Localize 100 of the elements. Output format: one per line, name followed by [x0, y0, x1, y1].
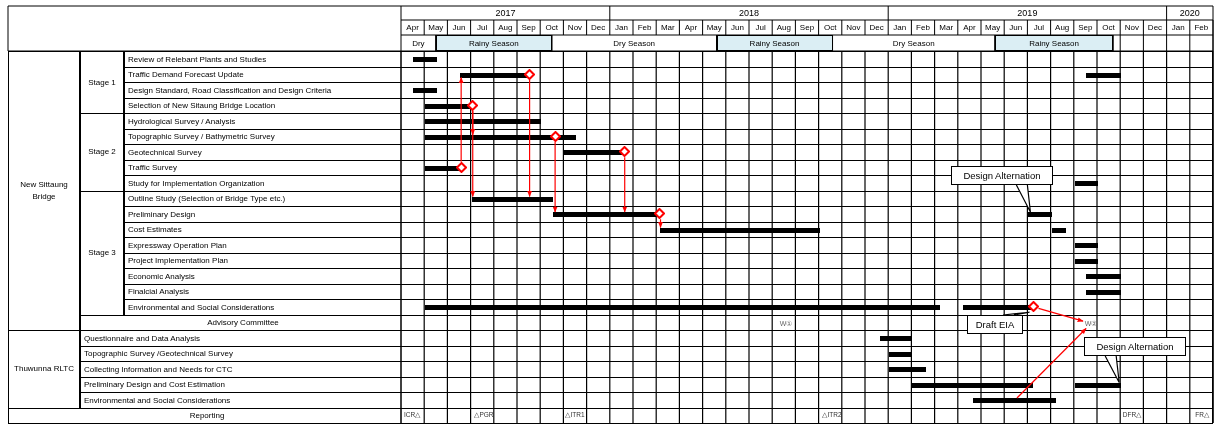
milestone-diamond: [654, 208, 665, 220]
season-label: Dry: [411, 37, 426, 50]
month-label: Dec: [590, 22, 607, 34]
task-bar: [963, 305, 1034, 310]
task-name: Design Standard, Road Classification and Design Criteria: [127, 84, 333, 97]
month-label: Nov: [566, 22, 584, 34]
month-label: Oct: [822, 22, 838, 34]
task-row: [124, 82, 1213, 99]
group-heading: Stage 2: [80, 113, 124, 192]
month-label: Aug: [775, 22, 792, 34]
month-label: Jan: [613, 22, 629, 34]
task-name: Preliminary Design: [127, 208, 197, 221]
milestone-diamond: [524, 68, 536, 80]
dependency-arrow: [1037, 307, 1084, 322]
dependency-arrow: [552, 141, 558, 213]
task-bar: [659, 227, 820, 233]
year-label: 2018: [737, 7, 760, 20]
month-label: Mar: [938, 22, 955, 34]
task-name: Expressway Operation Plan: [127, 239, 228, 252]
month-label: Jul: [1032, 22, 1046, 34]
task-bar: [1051, 227, 1066, 233]
task-bar: [912, 382, 1033, 388]
month-label: Apr: [683, 22, 699, 34]
month-label: Jan: [1170, 22, 1186, 34]
task-bar: [1074, 382, 1122, 388]
dependency-arrow: [527, 79, 532, 198]
task-bar: [879, 336, 913, 341]
dependency-arrow: [470, 110, 476, 198]
task-row: [124, 221, 1213, 238]
task-name: Topographic Survey / Bathymetric Survey: [127, 131, 276, 144]
callout-box: Draft EIA: [967, 315, 1023, 334]
year-label: 2019: [1016, 7, 1039, 20]
task-row: [124, 206, 1213, 223]
task-bar: [412, 57, 437, 62]
month-label: Sep: [798, 22, 816, 34]
month-label: Dec: [868, 22, 885, 34]
dependency-arrow: [1016, 327, 1087, 399]
group-heading: Thuwunna RLTC: [8, 330, 80, 409]
task-bar: [1086, 274, 1122, 279]
task-name: Selection of New Sitaung Bridge Location: [127, 100, 277, 113]
task-bar: [471, 196, 553, 202]
month-label: Aug: [497, 22, 514, 34]
callout-pointer: [1104, 355, 1120, 384]
task-name: Cost Estimates: [127, 224, 183, 237]
task-bar: [1028, 212, 1052, 217]
dependency-arrow: [622, 156, 628, 213]
group-heading: Stage 3: [80, 190, 124, 316]
milestone-diamond: [1027, 301, 1039, 313]
task-name: Traffic Survey: [127, 162, 178, 175]
month-label: May: [705, 22, 723, 34]
task-row: [124, 128, 1213, 145]
task-bar: [425, 305, 941, 310]
task-bar: [425, 134, 576, 140]
milestone-diamond: [619, 146, 631, 158]
dependency-arrow: [458, 76, 464, 163]
task-row: [124, 144, 1213, 161]
month-label: Sep: [520, 22, 537, 34]
season-label: Rainy Season: [994, 35, 1114, 51]
task-name: Project Implementation Plan: [127, 255, 230, 268]
task-row: [124, 299, 1213, 316]
task-row: [124, 268, 1213, 285]
task-row: [80, 376, 1213, 393]
month-label: Jun: [729, 22, 745, 34]
month-label: Jun: [451, 22, 467, 34]
month-label: Feb: [915, 22, 931, 34]
season-label: Dry Season: [612, 37, 657, 50]
month-label: Oct: [1101, 22, 1116, 34]
task-row: [124, 66, 1213, 83]
task-name: Geotechnical Survey: [127, 146, 203, 159]
task-name: Environmental and Social Considerations: [127, 301, 276, 314]
task-name: Outline Study (Selection of Bridge Type etc.): [127, 193, 287, 206]
month-label: Feb: [1193, 22, 1210, 34]
task-bar: [1086, 72, 1122, 78]
year-label: 2020: [1178, 7, 1201, 20]
month-label: Sep: [1077, 22, 1094, 34]
task-name: Questionnaire and Data Analysis: [83, 332, 202, 345]
task-bar: [412, 88, 437, 93]
task-name: Collecting Information and Needs for CTC: [83, 363, 234, 376]
month-label: Jul: [476, 22, 489, 34]
task-bar: [1086, 289, 1122, 295]
task-name: Topographic Survey /Geotechnical Survey: [83, 348, 234, 361]
task-name: Review of Relebant Plants and Studies: [127, 53, 268, 66]
month-label: Nov: [845, 22, 862, 34]
task-row: [80, 392, 1213, 409]
callout-pointer: [1015, 184, 1031, 213]
month-label: Aug: [1054, 22, 1071, 34]
task-bar: [1074, 181, 1098, 186]
milestone-diamond: [467, 99, 479, 111]
season-label: Rainy Season: [716, 35, 833, 51]
task-row: [80, 361, 1213, 378]
dependency-arrow: [658, 218, 663, 229]
task-row: [124, 283, 1213, 300]
task-row: [8, 407, 1213, 424]
task-bar: [552, 212, 660, 217]
month-label: Nov: [1123, 22, 1140, 34]
month-label: Jun: [1008, 22, 1024, 34]
season-label: Dry Season: [891, 37, 936, 50]
task-row: [124, 113, 1213, 130]
month-label: Oct: [544, 22, 559, 34]
month-label: May: [427, 22, 445, 34]
